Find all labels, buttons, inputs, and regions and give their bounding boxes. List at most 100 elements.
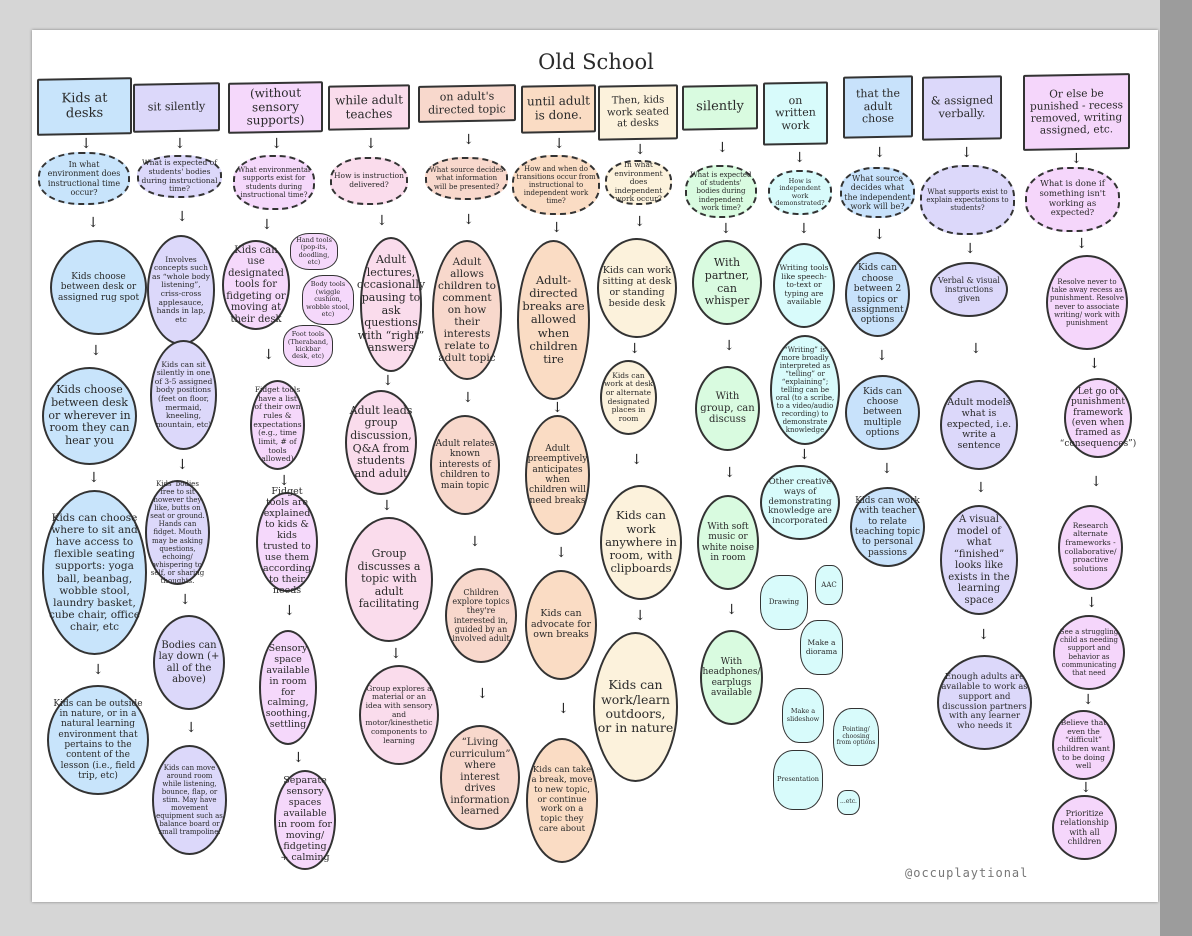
column-header: (without sensory supports) bbox=[228, 81, 323, 134]
down-arrow-icon: ↓ bbox=[628, 341, 641, 357]
idea-node-text: Kids can choose between multiple options bbox=[862, 386, 903, 439]
idea-node-text: Verbal & visual instructions given bbox=[938, 275, 1000, 304]
idea-node-text: Let go of punishment framework (even whe… bbox=[1059, 386, 1137, 449]
idea-node-text: Adult lectures, occasionally pausing to … bbox=[356, 252, 426, 355]
idea-node: Kids' bodies free to sit however they li… bbox=[145, 480, 210, 585]
idea-node: A visual model of what “finished” looks … bbox=[940, 505, 1018, 615]
question-cloud: What source decides what information wil… bbox=[425, 157, 508, 200]
column-header-text: Kids at desks bbox=[61, 90, 108, 121]
sub-idea-node: Make a diorama bbox=[800, 620, 843, 675]
idea-node-text: Kids can advocate for own breaks bbox=[530, 607, 592, 641]
idea-node: See a struggling child as needing suppor… bbox=[1053, 615, 1125, 690]
idea-node: Other creative ways of demonstrating kno… bbox=[760, 465, 840, 540]
idea-node: Kids can work with teacher to relate tea… bbox=[850, 487, 925, 567]
down-arrow-icon: ↓ bbox=[553, 136, 565, 152]
down-arrow-icon: ↓ bbox=[970, 340, 982, 357]
column-header-text: that the adult chose bbox=[856, 86, 900, 126]
idea-node-text: Children explore topics they're interest… bbox=[452, 587, 510, 643]
down-arrow-icon: ↓ bbox=[270, 136, 283, 152]
idea-node-text: Research alternate frameworks - collabor… bbox=[1064, 520, 1117, 573]
question-cloud-text: How is instruction delivered? bbox=[334, 171, 404, 189]
idea-node: Kids can work/learn outdoors, or in natu… bbox=[593, 632, 678, 782]
column-header-text: (without sensory supports) bbox=[246, 85, 305, 128]
question-cloud-text: What is done if something isn't working … bbox=[1039, 178, 1106, 219]
sub-idea-node-text: ...etc. bbox=[840, 798, 857, 806]
idea-node: Enough adults are available to work as s… bbox=[937, 655, 1032, 750]
idea-node-text: Kids can work/learn outdoors, or in natu… bbox=[597, 677, 674, 736]
question-cloud-text: What source decides what the independent… bbox=[844, 174, 911, 211]
idea-node: Resolve never to take away recess as pun… bbox=[1046, 255, 1128, 350]
idea-node: Kids can choose between multiple options bbox=[845, 375, 920, 450]
down-arrow-icon: ↓ bbox=[365, 135, 377, 152]
idea-node-text: Believe that even the “difficult” childr… bbox=[1057, 718, 1110, 771]
idea-node: Adult-directed breaks are allowed when c… bbox=[517, 240, 590, 400]
down-arrow-icon: ↓ bbox=[390, 645, 402, 662]
idea-node-text: Adult allows children to comment on how … bbox=[438, 255, 496, 365]
down-arrow-icon: ↓ bbox=[1070, 150, 1083, 167]
idea-node: Research alternate frameworks - collabor… bbox=[1058, 505, 1123, 590]
idea-node: Adult preemptively anticipates when chil… bbox=[525, 415, 590, 535]
idea-node: Writing tools like speech-to-text or typ… bbox=[773, 243, 835, 328]
sub-idea-node: Foot tools (Theraband, kickbar desk, etc… bbox=[283, 325, 333, 367]
question-cloud: What supports exist to explain expectati… bbox=[920, 165, 1015, 235]
idea-node-text: Kids can use designated tools for fidget… bbox=[226, 244, 286, 325]
column-header: on written work bbox=[763, 81, 828, 146]
idea-node: Adult leads group discussion, Q&A from s… bbox=[345, 390, 417, 495]
idea-node-text: Resolve never to take away recess as pun… bbox=[1050, 278, 1124, 327]
down-arrow-icon: ↓ bbox=[92, 662, 104, 678]
down-arrow-icon: ↓ bbox=[798, 447, 811, 463]
down-arrow-icon: ↓ bbox=[176, 457, 189, 473]
idea-node-text: See a struggling child as needing suppor… bbox=[1059, 628, 1119, 677]
idea-node: Prioritize relationship with all childre… bbox=[1052, 795, 1117, 860]
down-arrow-icon: ↓ bbox=[1085, 594, 1098, 611]
idea-node-text: Prioritize relationship with all childre… bbox=[1060, 809, 1109, 846]
idea-node: Kids can advocate for own breaks bbox=[525, 570, 597, 680]
down-arrow-icon: ↓ bbox=[873, 227, 886, 243]
down-arrow-icon: ↓ bbox=[381, 498, 393, 514]
idea-node: Fidget tools are explained to kids & kid… bbox=[256, 486, 318, 596]
question-cloud-text: What is expected of students' bodies dur… bbox=[141, 158, 218, 194]
idea-node: Let go of punishment framework (even whe… bbox=[1060, 378, 1136, 458]
idea-node-text: Kids can work sitting at desk or standin… bbox=[602, 265, 672, 309]
idea-node-text: Kids can work with teacher to relate tea… bbox=[854, 495, 921, 558]
author-watermark: @occuplaytional bbox=[905, 866, 1029, 880]
column-header-text: on adult's directed topic bbox=[428, 89, 506, 117]
idea-node: Group discusses a topic with adult facil… bbox=[345, 517, 433, 642]
idea-node: Adult lectures, occasionally pausing to … bbox=[356, 237, 426, 372]
idea-node: Sensory space available in room for calm… bbox=[259, 630, 317, 745]
down-arrow-icon: ↓ bbox=[179, 592, 191, 608]
column-header: Then, kids work seated at desks bbox=[598, 84, 678, 141]
idea-node-text: Fidget tools are explained to kids & kid… bbox=[263, 486, 311, 596]
question-cloud-text: What is expected of students' bodies dur… bbox=[690, 171, 752, 212]
idea-node-text: Separate sensory spaces available in roo… bbox=[278, 775, 332, 863]
idea-node-text: Adult leads group discussion, Q&A from s… bbox=[349, 403, 413, 480]
column-header: until adult is done. bbox=[521, 84, 596, 134]
idea-node-text: Kids choose between desk or assigned rug… bbox=[57, 271, 140, 303]
down-arrow-icon: ↓ bbox=[633, 213, 646, 230]
idea-node: Fidget tools have a list of their own ru… bbox=[250, 380, 305, 470]
down-arrow-icon: ↓ bbox=[261, 217, 273, 233]
idea-node-text: Sensory space available in room for calm… bbox=[265, 642, 311, 731]
down-arrow-icon: ↓ bbox=[90, 343, 102, 359]
idea-node: Kids can work sitting at desk or standin… bbox=[597, 238, 677, 338]
sub-idea-node: Hand tools (pop-its, doodling, etc) bbox=[290, 233, 338, 270]
down-arrow-icon: ↓ bbox=[262, 347, 275, 363]
idea-node: Kids choose between desk or assigned rug… bbox=[50, 240, 147, 335]
down-arrow-icon: ↓ bbox=[278, 473, 290, 489]
sub-idea-node-text: Make a slideshow bbox=[786, 707, 820, 723]
idea-node: Believe that even the “difficult” childr… bbox=[1052, 710, 1115, 780]
idea-node: Kids can choose where to sit and have ac… bbox=[42, 490, 147, 655]
down-arrow-icon: ↓ bbox=[283, 603, 296, 619]
down-arrow-icon: ↓ bbox=[376, 213, 388, 229]
question-cloud-text: What source decides what information wil… bbox=[429, 166, 504, 191]
idea-node: Kids can be outside in nature, or in a n… bbox=[47, 685, 149, 795]
column-header: Kids at desks bbox=[37, 77, 132, 136]
sub-idea-node-text: Presentation bbox=[777, 775, 819, 784]
sub-idea-node: Pointing/ choosing from options bbox=[833, 708, 879, 766]
down-arrow-icon: ↓ bbox=[185, 719, 197, 736]
idea-node: Kids can use designated tools for fidget… bbox=[222, 240, 290, 330]
idea-node-text: Kids can sit silently in one of 3-5 assi… bbox=[154, 359, 213, 429]
down-arrow-icon: ↓ bbox=[551, 399, 564, 416]
idea-node-text: Kids can choose between 2 topics or assi… bbox=[851, 263, 904, 326]
column-header-text: Or else be punished - recess removed, wr… bbox=[1029, 87, 1124, 137]
